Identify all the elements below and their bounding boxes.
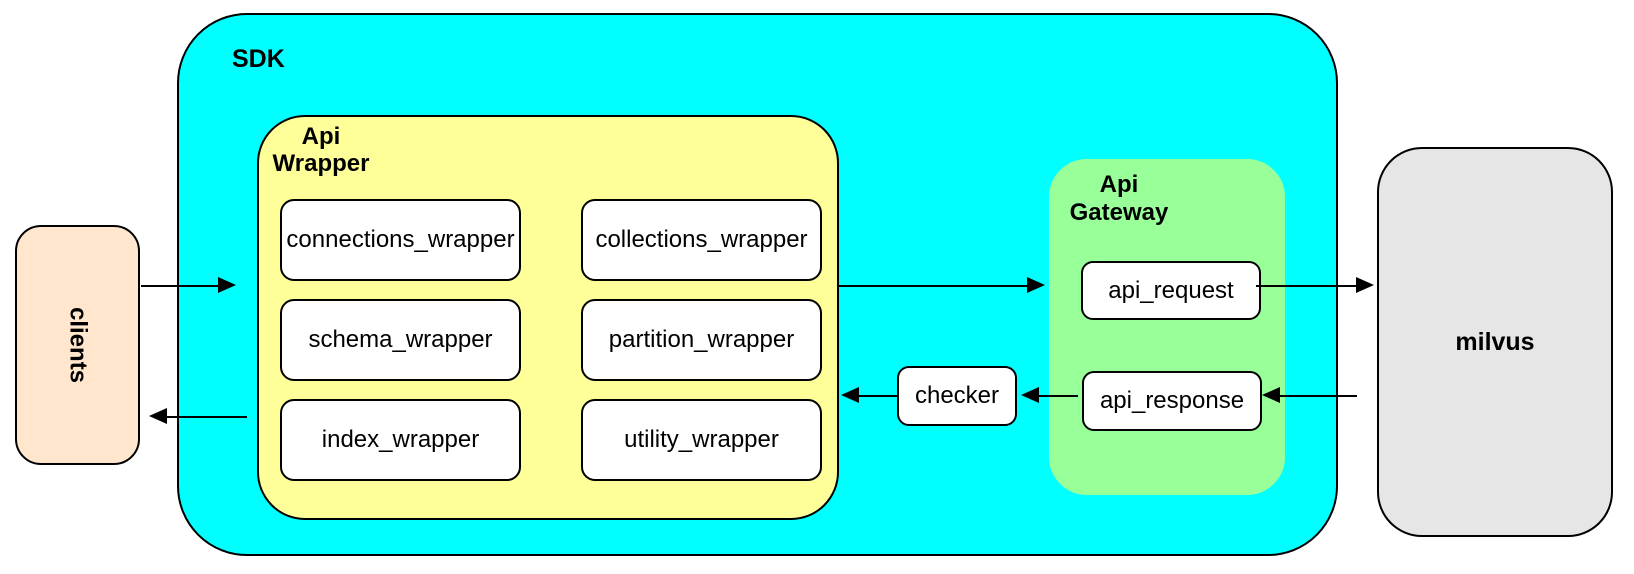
node-api-response: api_response: [1082, 371, 1262, 431]
node-milvus: milvus: [1377, 147, 1613, 537]
node-index-wrapper: index_wrapper: [280, 399, 521, 481]
arrow-api-wrapper-to-clients: [149, 408, 247, 424]
node-api-wrapper: Api Wrapper connections_wrapper collecti…: [257, 115, 839, 520]
node-schema-wrapper: schema_wrapper: [280, 299, 521, 381]
api-wrapper-label: Api Wrapper: [272, 123, 370, 177]
api-response-label: api_response: [1099, 387, 1245, 414]
node-sdk: SDK Api Wrapper connections_wrapper coll…: [177, 13, 1338, 556]
arrow-api-response-to-checker: [1021, 387, 1078, 403]
arrow-api-request-to-milvus: [1256, 277, 1374, 293]
arrow-checker-to-api-wrapper: [841, 387, 897, 403]
node-api-request: api_request: [1081, 261, 1261, 320]
arrow-clients-to-sdk: [141, 277, 236, 293]
node-connections-wrapper: connections_wrapper: [280, 199, 521, 281]
clients-label: clients: [64, 306, 92, 384]
node-checker: checker: [897, 366, 1017, 426]
connections-wrapper-label: connections_wrapper: [286, 226, 515, 253]
index-wrapper-label: index_wrapper: [321, 426, 480, 453]
checker-label: checker: [914, 382, 1000, 409]
collections-wrapper-label: collections_wrapper: [595, 226, 808, 253]
schema-wrapper-label: schema_wrapper: [308, 326, 493, 353]
arrow-api-wrapper-to-api-gateway: [838, 277, 1045, 293]
partition-wrapper-label: partition_wrapper: [608, 326, 795, 353]
milvus-label: milvus: [1455, 327, 1535, 356]
api-request-label: api_request: [1108, 276, 1234, 304]
node-partition-wrapper: partition_wrapper: [581, 299, 822, 381]
node-api-gateway: Api Gateway api_request api_response: [1049, 159, 1285, 495]
api-gateway-label: Api Gateway: [1069, 171, 1169, 226]
utility-wrapper-label: utility_wrapper: [624, 426, 779, 453]
node-utility-wrapper: utility_wrapper: [581, 399, 822, 481]
arrow-milvus-to-api-response: [1262, 387, 1357, 403]
sdk-label: SDK: [232, 45, 285, 73]
node-collections-wrapper: collections_wrapper: [581, 199, 822, 281]
node-clients: clients: [15, 225, 140, 465]
